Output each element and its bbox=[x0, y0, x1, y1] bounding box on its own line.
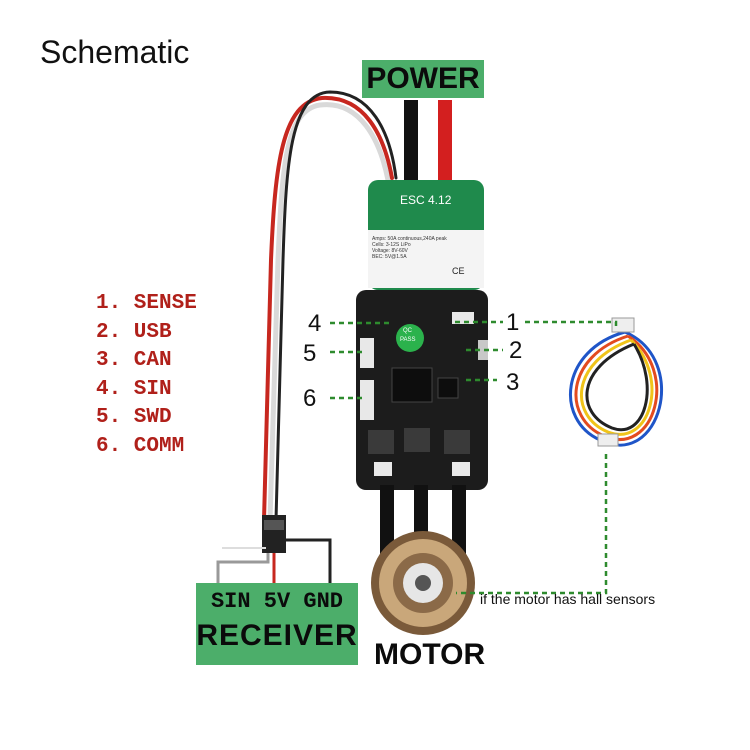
legend-item-comm: 6. COMM bbox=[96, 434, 185, 458]
esc-spec-line: Amps: 50A continuous,240A peak bbox=[372, 236, 447, 242]
qc-pass-label: PASS bbox=[400, 337, 416, 343]
phase-wire-c bbox=[452, 485, 466, 560]
callout-number-4: 4 bbox=[308, 310, 322, 337]
receiver-label: RECEIVER bbox=[196, 619, 358, 652]
callout-number-1: 1 bbox=[506, 309, 520, 336]
legend-item-usb: 2. USB bbox=[96, 320, 172, 344]
callout-number-6: 6 bbox=[303, 385, 317, 412]
esc-spec-line: Cells: 3-12S LiPo bbox=[372, 242, 411, 248]
esc-spec-list: Amps: 50A continuous,240A peak Cells: 3-… bbox=[372, 236, 472, 260]
power-lead-black bbox=[404, 100, 418, 190]
legend-item-swd: 5. SWD bbox=[96, 406, 172, 429]
esc-spec-line: BEC: 5V@1.5A bbox=[372, 254, 407, 260]
hall-sensor-note: if the motor has hall sensors bbox=[480, 591, 656, 607]
legend-item-sin: 4. SIN bbox=[96, 377, 172, 401]
diagram-title: Schematic bbox=[40, 34, 190, 70]
ce-mark: CE bbox=[452, 266, 465, 276]
receiver-pin-labels: SIN 5V GND bbox=[210, 589, 344, 614]
hall-sensor-cable bbox=[568, 330, 663, 447]
callout-lines bbox=[330, 320, 618, 595]
signal-wires bbox=[262, 90, 398, 523]
power-lead-red bbox=[438, 100, 452, 190]
sin-wire bbox=[216, 553, 270, 600]
esc-spec-line: Voltage: 8V-60V bbox=[372, 248, 408, 254]
qc-sticker bbox=[396, 324, 424, 352]
callout-number-2: 2 bbox=[509, 337, 523, 364]
callout-number-5: 5 bbox=[303, 340, 317, 367]
phase-wire-a bbox=[380, 485, 394, 560]
motor-label: MOTOR bbox=[374, 638, 486, 671]
phase-wire-b bbox=[414, 485, 428, 545]
legend-item-can: 3. CAN bbox=[96, 349, 172, 372]
esc-label: ESC 4.12 bbox=[400, 193, 452, 207]
motor-image bbox=[371, 531, 475, 635]
power-label: POWER bbox=[362, 60, 484, 98]
receiver-block: SIN 5V GND RECEIVER bbox=[196, 583, 358, 665]
legend-item-sense: 1. SENSE bbox=[96, 292, 197, 315]
callout-number-3: 3 bbox=[506, 369, 520, 396]
qc-label: QC bbox=[403, 328, 412, 334]
gnd-wire bbox=[280, 538, 332, 600]
port-legend: 1. SENSE 2. USB 3. CAN 4. SIN 5. SWD 6. … bbox=[96, 290, 197, 461]
